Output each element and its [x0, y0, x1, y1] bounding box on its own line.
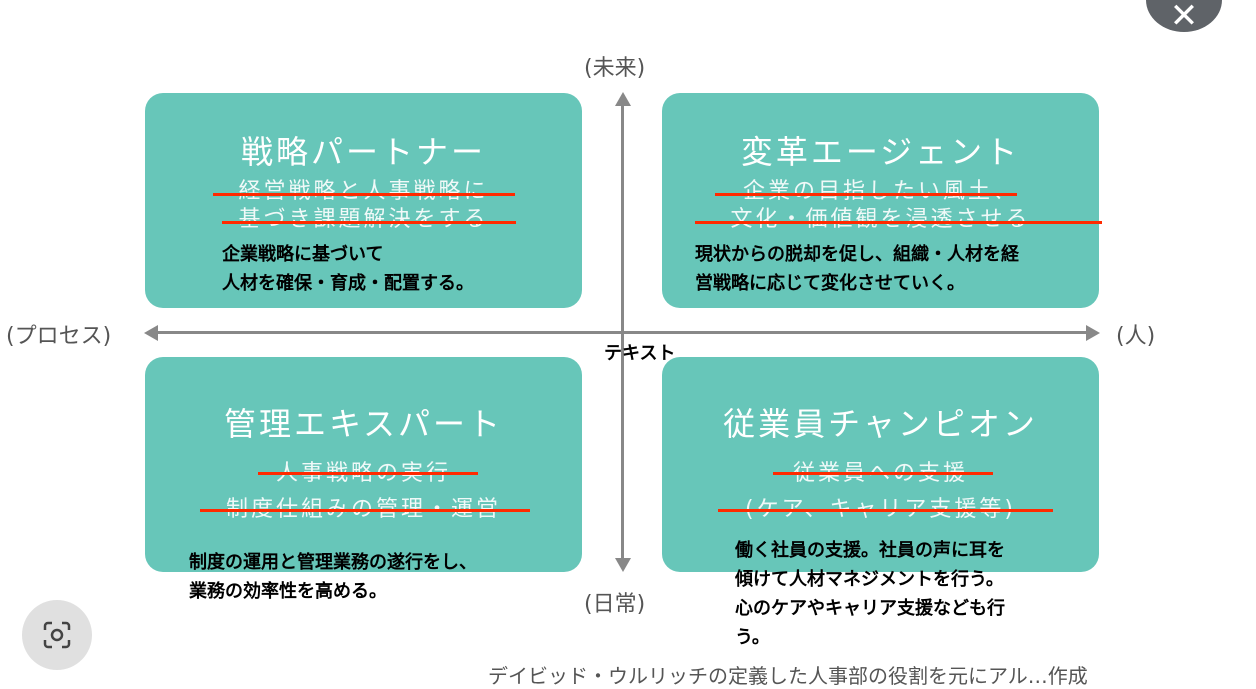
- arrow-right-icon: [1086, 325, 1100, 341]
- quadrant-subtitle: 経営戦略と人事戦略に: [238, 179, 489, 204]
- quadrant-change-agent: 変革エージェント 企業の目指したい風土、 文化・価値観を浸透させる: [662, 93, 1099, 308]
- axis-label-left: (プロセス): [6, 324, 112, 349]
- note-admin-expert: 制度の運用と管理業務の遂行をし、 業務の効率性を高める。: [189, 548, 477, 606]
- arrow-left-icon: [144, 325, 158, 341]
- strike-line: [715, 193, 1017, 196]
- center-label: テキスト: [604, 343, 676, 364]
- note-change-agent: 現状からの脱却を促し、組織・人材を経 営戦略に応じて変化させていく。: [695, 240, 1019, 298]
- strike-line: [258, 472, 478, 475]
- axis-label-top: (未来): [584, 56, 646, 81]
- quadrant-title: 変革エージェント: [740, 133, 1021, 171]
- arrow-up-icon: [615, 92, 631, 106]
- strike-line: [222, 221, 516, 224]
- quadrant-admin-expert: 管理エキスパート 人事戦略の実行 制度仕組みの管理・運営: [145, 357, 582, 572]
- note-line: 業務の効率性を高める。: [189, 581, 387, 602]
- quadrant-strategic-partner: 戦略パートナー 経営戦略と人事戦略に 基づき課題解決をする: [145, 93, 582, 308]
- quadrant-subtitle: 文化・価値観を浸透させる: [730, 207, 1031, 232]
- quadrant-subtitle: 基づき課題解決をする: [238, 207, 489, 232]
- quadrant-title: 管理エキスパート: [223, 405, 504, 443]
- close-button[interactable]: ✕: [1146, 0, 1222, 36]
- strike-line: [718, 509, 1053, 512]
- note-line: う。: [735, 627, 770, 648]
- note-line: 心のケアやキャリア支援なども行: [735, 598, 1005, 619]
- axis-label-bottom: (日常): [584, 592, 646, 617]
- strike-line: [213, 193, 515, 196]
- strike-line: [200, 509, 530, 512]
- note-line: 営戦略に応じて変化させていく。: [695, 273, 965, 294]
- note-line: 現状からの脱却を促し、組織・人材を経: [695, 244, 1019, 265]
- horizontal-axis: [150, 331, 1090, 334]
- note-line: 働く社員の支援。社員の声に耳を: [735, 540, 1005, 561]
- note-line: 人材を確保・育成・配置する。: [222, 273, 474, 294]
- quadrant-subtitle: 企業の目指したい風土、: [742, 179, 1018, 204]
- axis-label-right: (人): [1116, 324, 1156, 349]
- note-line: 企業戦略に基づいて: [222, 244, 384, 265]
- lens-search-button[interactable]: [22, 600, 92, 670]
- lens-icon: [43, 621, 71, 649]
- note-strategic-partner: 企業戦略に基づいて 人材を確保・育成・配置する。: [222, 240, 474, 298]
- quadrant-title: 戦略パートナー: [240, 133, 486, 171]
- arrow-down-icon: [615, 558, 631, 572]
- caption: デイビッド・ウルリッチの定義した人事部の役割を元にアル…作成: [488, 664, 1088, 688]
- quadrant-title: 従業員チャンピオン: [723, 405, 1038, 443]
- strike-line: [773, 472, 993, 475]
- note-line: 制度の運用と管理業務の遂行をし、: [189, 552, 477, 573]
- note-employee-champion: 働く社員の支援。社員の声に耳を 傾けて人材マネジメントを行う。 心のケアやキャリ…: [735, 536, 1005, 652]
- strike-line: [695, 221, 1102, 224]
- close-icon: ✕: [1169, 0, 1199, 36]
- note-line: 傾けて人材マネジメントを行う。: [735, 569, 1004, 590]
